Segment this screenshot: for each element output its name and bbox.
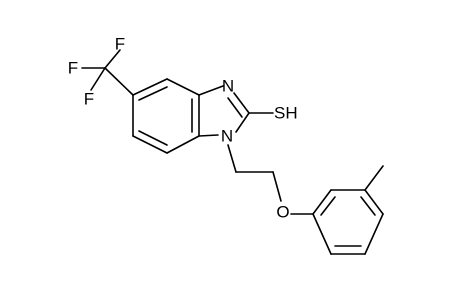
bond-n-ch2 <box>227 144 237 173</box>
bond-ch2-o <box>272 171 282 202</box>
atom-label-f-left: F <box>68 59 78 78</box>
bond-ph-1-inner <box>320 196 336 216</box>
atom-label-sh: SH <box>274 104 298 123</box>
bond-ring-5 <box>132 135 168 154</box>
bond-methyl <box>364 165 384 191</box>
bond-c-f-bottom <box>90 67 106 91</box>
bond-ring-2 <box>166 78 200 96</box>
bond-ring-1 <box>132 78 168 96</box>
bond-n-ring-c <box>198 134 219 137</box>
bond-ph-3-inner <box>360 196 376 216</box>
bond-ph-4 <box>364 213 384 255</box>
bond-c-f-top <box>104 49 121 69</box>
bond-ring-1-inner <box>138 86 168 101</box>
atom-label-n-imine: N <box>222 77 234 96</box>
atom-label-f-bottom: F <box>84 90 94 109</box>
bond-c2-n-ring <box>235 112 250 133</box>
bond-cf3-ring <box>104 67 134 96</box>
bond-n-c2-double-a <box>233 92 250 114</box>
bond-ring-5-inner <box>138 130 168 146</box>
bond-ph-1 <box>312 189 332 215</box>
bond-c-n-imine <box>198 85 224 96</box>
bond-ph-6 <box>312 213 332 255</box>
bond-ph-3 <box>364 189 384 215</box>
atom-label-n-ring: N <box>221 127 233 146</box>
atom-label-f-top: F <box>115 35 125 54</box>
bond-ring-4 <box>166 135 200 154</box>
bond-n-c2-double-b <box>227 97 243 118</box>
atom-label-o: O <box>276 203 289 222</box>
